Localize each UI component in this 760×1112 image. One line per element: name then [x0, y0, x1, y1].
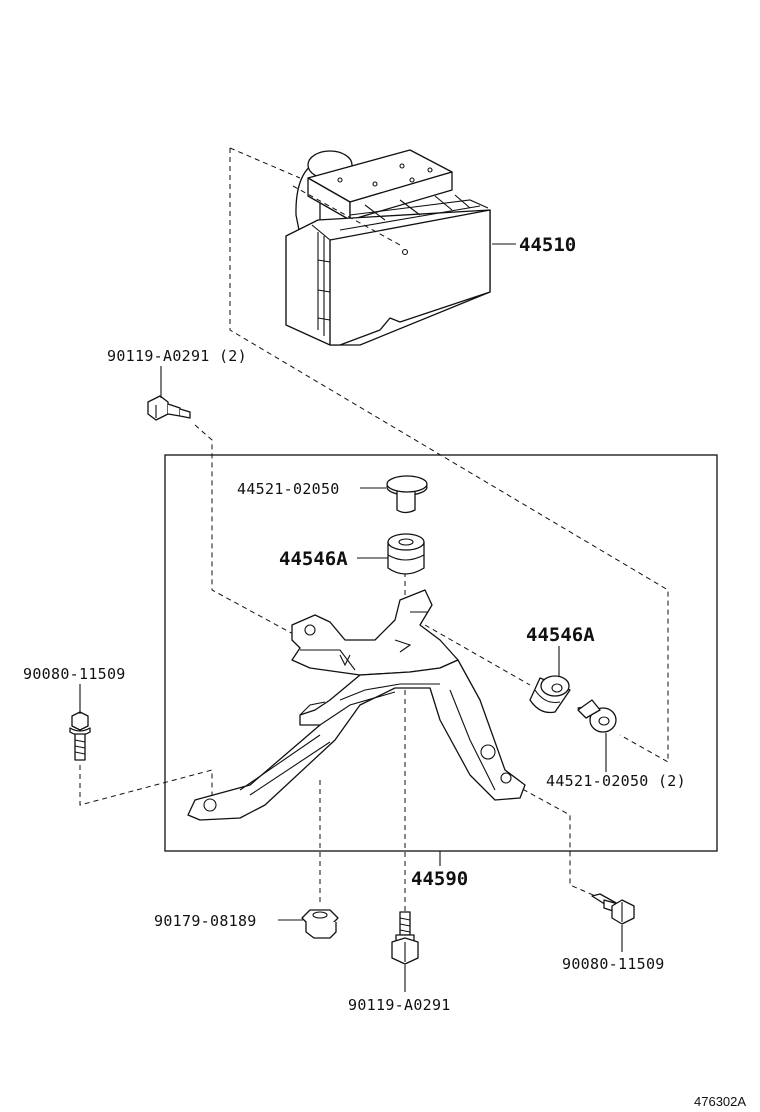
bolt-bottom-illustration: [391, 911, 419, 965]
label-cushion-right: 44546A: [526, 624, 595, 646]
flange-collar-right-illustration: [577, 699, 617, 733]
bolt-right-illustration: [591, 893, 635, 925]
label-nut-bottom: 90179-08189: [154, 912, 257, 930]
cushion-top-illustration: [387, 533, 425, 575]
label-bolt-top: 90119-A0291 (2): [107, 347, 247, 365]
label-bracket: 44590: [411, 868, 468, 890]
cushion-right-illustration: [529, 675, 571, 714]
abs-actuator-illustration: [285, 149, 491, 346]
label-flange-collar-right: 44521-02050 (2): [546, 772, 686, 790]
label-bolt-bottom: 90119-A0291: [348, 996, 451, 1014]
label-bolt-left: 90080-11509: [23, 665, 126, 683]
label-44510: 44510: [519, 234, 576, 256]
leader-lines: [79, 243, 623, 992]
label-cushion-top: 44546A: [279, 548, 348, 570]
bolt-top-illustration: [147, 395, 191, 421]
diagram-reference-number: 476302A: [694, 1094, 746, 1109]
bolt-left-illustration: [69, 711, 91, 761]
nut-bottom-illustration: [301, 909, 339, 939]
label-bolt-right: 90080-11509: [562, 955, 665, 973]
flange-collar-top-illustration: [386, 475, 428, 514]
bracket-illustration: [187, 589, 526, 821]
label-flange-collar-top: 44521-02050: [237, 480, 340, 498]
assembly-frame: [164, 454, 718, 852]
